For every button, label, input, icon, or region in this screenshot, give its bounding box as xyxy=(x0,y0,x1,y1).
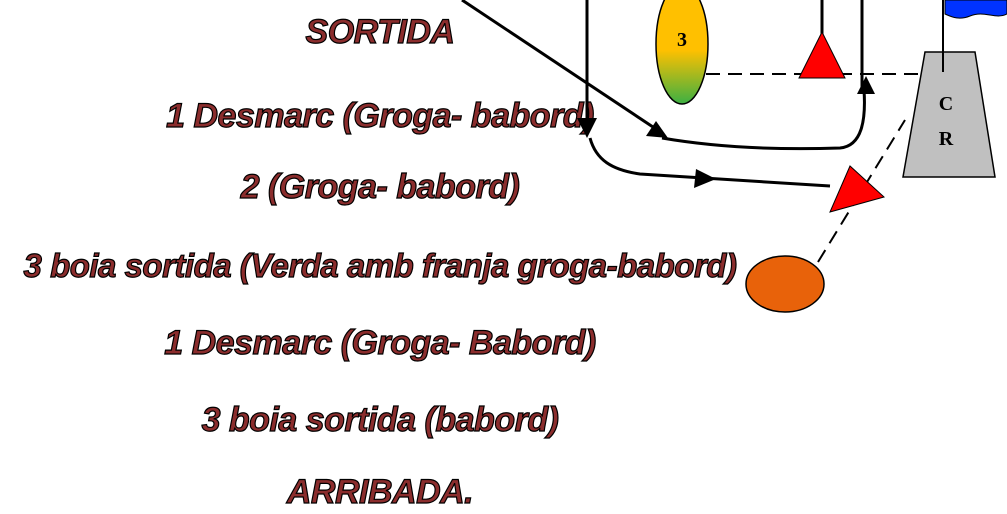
committee-boat xyxy=(902,51,996,178)
buoy-3-green-yellow xyxy=(655,0,709,105)
arrow-diagonal xyxy=(646,121,668,138)
course-path-upper xyxy=(661,89,866,151)
instruction-line-mark-3-again: 3 boia sortida (babord) xyxy=(201,400,560,439)
committee-boat-label-r: R xyxy=(939,128,954,150)
arrow-down-left xyxy=(577,118,597,138)
flag-icon xyxy=(944,0,1007,19)
instruction-line-mark-1: 1 Desmarc (Groga- babord) xyxy=(166,96,595,135)
buoy-3-label: 3 xyxy=(677,29,687,51)
red-triangle-mark-top xyxy=(798,30,846,79)
instruction-line-mark-1-again: 1 Desmarc (Groga- Babord) xyxy=(164,323,597,362)
instruction-line-start: SORTIDA xyxy=(305,12,456,51)
instruction-line-mark-2: 2 (Groga- babord) xyxy=(240,167,520,206)
course-path-lower xyxy=(588,137,831,188)
orange-buoy xyxy=(745,255,825,313)
arrow-lower xyxy=(694,169,716,188)
arrow-upper xyxy=(857,76,875,94)
committee-boat-label-c: C xyxy=(939,93,953,115)
instruction-line-mark-3: 3 boia sortida (Verda amb franja groga-b… xyxy=(23,246,738,284)
dashed-finish-line xyxy=(817,119,906,263)
course-path-diagonal xyxy=(461,0,663,135)
instruction-line-finish: ARRIBADA. xyxy=(286,472,474,511)
red-triangle-mark-lower xyxy=(829,165,886,213)
